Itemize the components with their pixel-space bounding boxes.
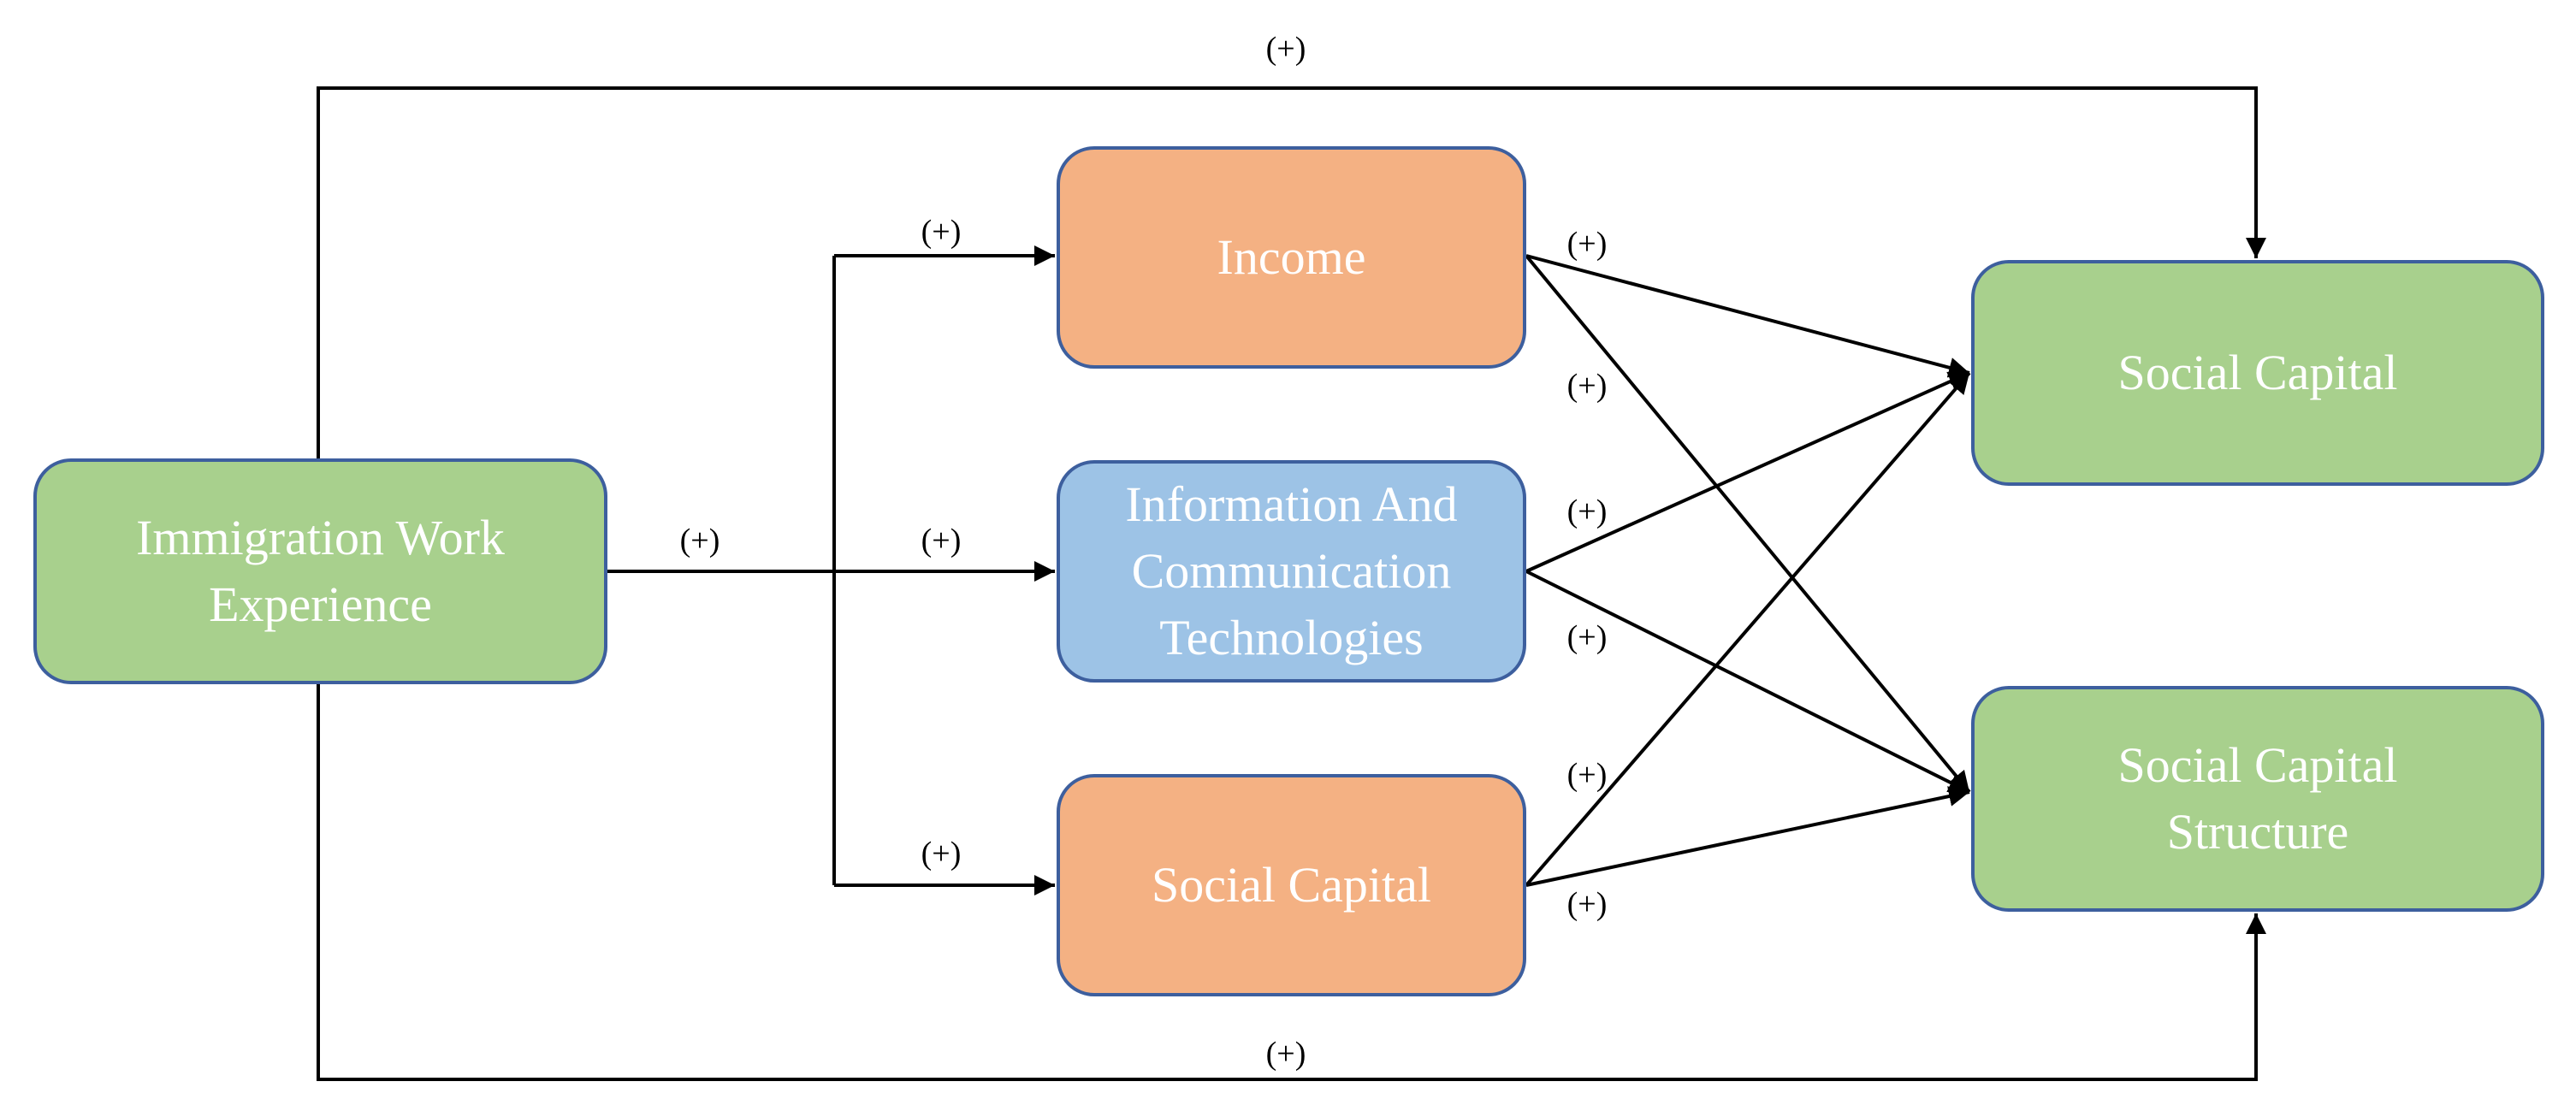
node-social-capital-mediator: Social Capital	[1057, 774, 1526, 996]
node-income-label: Income	[1217, 229, 1366, 285]
node-ict: Information And Communication Technologi…	[1057, 460, 1526, 683]
node-structure-line2: Structure	[2166, 804, 2349, 860]
label-ict-to-structure: (+)	[1566, 619, 1608, 655]
label-immigration-out: (+)	[679, 523, 720, 558]
node-structure-line1: Social Capital	[2117, 737, 2398, 793]
label-ict-to-capital: (+)	[1566, 493, 1608, 529]
node-immigration-line2: Experience	[209, 576, 432, 632]
node-immigration-work-experience: Immigration Work Experience	[33, 458, 607, 684]
label-to-ict: (+)	[921, 523, 962, 558]
edge-income-to-capital	[1525, 254, 1970, 378]
edge-sc-to-structure	[1525, 786, 1970, 887]
node-social-capital-outcome: Social Capital	[1971, 260, 2544, 486]
node-immigration-line1: Immigration Work	[136, 510, 505, 565]
node-ict-line1: Information And	[1125, 476, 1458, 532]
edge-sc-to-capital	[1525, 371, 1971, 887]
edge-bottom-loop	[317, 684, 2266, 1081]
label-income-to-structure: (+)	[1566, 368, 1608, 404]
label-to-income: (+)	[921, 214, 962, 250]
node-ict-line2: Communication	[1131, 543, 1452, 599]
label-top-loop: (+)	[1265, 31, 1306, 67]
edge-income-to-structure	[1525, 254, 1971, 794]
node-social-capital-mediator-label: Social Capital	[1152, 857, 1431, 913]
edge-ict-to-capital	[1525, 371, 1970, 573]
label-bottom-loop: (+)	[1265, 1036, 1306, 1072]
edge-top-loop	[317, 86, 2266, 458]
label-sc-to-capital: (+)	[1566, 757, 1608, 793]
node-ict-line3: Technologies	[1159, 610, 1424, 665]
label-income-to-capital: (+)	[1566, 226, 1608, 262]
node-social-capital-structure: Social Capital Structure	[1971, 686, 2544, 912]
label-sc-to-structure: (+)	[1566, 886, 1608, 922]
node-social-capital-outcome-label: Social Capital	[2117, 345, 2398, 400]
edge-ict-to-structure	[1525, 570, 1970, 794]
label-to-social-capital: (+)	[921, 836, 962, 872]
node-income: Income	[1057, 146, 1526, 369]
